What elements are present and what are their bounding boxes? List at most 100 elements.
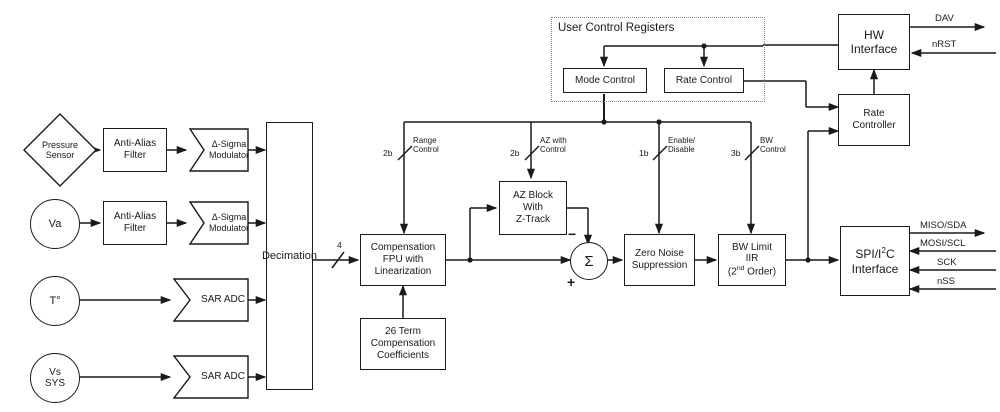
coefficients-line2: Compensation	[370, 338, 436, 350]
modulator-2-shape	[188, 201, 249, 245]
compensation-fpu-line3: Linearization	[374, 265, 432, 277]
bw-limit-order-sup: nd	[736, 265, 745, 273]
group-user-control-registers	[551, 17, 765, 102]
az-block-line1: AZ Block	[512, 190, 553, 202]
bus-width-range-control: 2b	[383, 148, 393, 158]
hw-interface-line2: Interface	[850, 42, 898, 56]
bus-width-enable-disable: 1b	[639, 148, 649, 158]
az-control-line2: Control	[540, 145, 566, 155]
az-control-line1: AZ with	[540, 136, 567, 145]
mode-control-label: Mode Control	[574, 74, 636, 86]
summing-junction[interactable]: Σ	[570, 242, 608, 280]
block-anti-alias-filter-2[interactable]: Anti-Alias Filter	[103, 201, 167, 245]
sar-adc-2-shape	[172, 355, 249, 399]
signal-miso-sda: MISO/SDA	[920, 220, 967, 231]
block-az-with-z-track[interactable]: AZ Block With Z-Track	[499, 181, 567, 235]
coefficients-line1: 26 Term	[385, 326, 421, 338]
block-delta-sigma-modulator-1[interactable]: Δ-Sigma Modulator	[188, 128, 250, 172]
diamond-shape	[23, 113, 97, 187]
source-temperature[interactable]: T°	[30, 276, 80, 326]
range-control-line2: Control	[413, 145, 439, 155]
bw-limit-order-pre: (2	[727, 266, 737, 278]
signal-sck: SCK	[937, 257, 957, 268]
label-bw-control: BW Control	[760, 136, 786, 154]
block-spi-i2c-interface[interactable]: SPI/I2C Interface	[840, 226, 910, 296]
bw-control-line1: BW	[760, 136, 773, 145]
block-sar-adc-2[interactable]: SAR ADC	[172, 355, 249, 399]
block-zero-noise-suppression[interactable]: Zero Noise Suppression	[624, 234, 695, 286]
bus-width-az-control: 2b	[510, 148, 520, 158]
modulator-1-shape	[188, 128, 249, 172]
spi-i2c-sup: 2	[881, 246, 886, 256]
modulator-2-line2: Modulator	[208, 223, 250, 233]
rate-controller-line2: Controller	[852, 120, 896, 131]
block-compensation-fpu[interactable]: Compensation FPU with Linearization	[360, 234, 446, 286]
coefficients-line3: Coefficients	[376, 349, 430, 361]
compensation-fpu-line1: Compensation	[370, 242, 436, 254]
bw-limit-order-post: Order)	[744, 266, 777, 278]
anti-alias-2-line1: Anti-Alias	[113, 211, 157, 223]
sar-adc-1-label: SAR ADC	[201, 294, 245, 305]
pressure-sensor-label-line2: Sensor	[45, 150, 75, 160]
compensation-fpu-line2: FPU with	[382, 254, 424, 266]
bw-control-line2: Control	[760, 145, 786, 155]
hw-interface-line1: HW	[863, 27, 884, 42]
spi-i2c-line2: Interface	[851, 261, 899, 276]
block-hw-interface[interactable]: HW Interface	[838, 14, 910, 70]
decimation-label: Decimation	[261, 249, 318, 262]
bus-width-decimation-out: 4	[337, 240, 342, 250]
az-block-line3: Z-Track	[515, 213, 551, 225]
label-enable-disable: Enable/ Disable	[668, 136, 695, 154]
block-anti-alias-filter-1[interactable]: Anti-Alias Filter	[103, 128, 167, 172]
block-decimation[interactable]: Decimation	[262, 122, 317, 390]
anti-alias-1-line2: Filter	[123, 150, 147, 161]
enable-disable-line2: Disable	[668, 145, 695, 155]
block-rate-controller[interactable]: Rate Controller	[838, 94, 910, 146]
sar-adc-2-label: SAR ADC	[201, 371, 245, 382]
range-control-line1: Range	[413, 136, 437, 145]
enable-disable-line1: Enable/	[668, 136, 696, 145]
label-az-with-control: AZ with Control	[540, 136, 567, 154]
bw-limit-line2: IIR	[745, 253, 759, 265]
block-delta-sigma-modulator-2[interactable]: Δ-Sigma Modulator	[188, 201, 250, 245]
summing-junction-plus-sign: +	[567, 274, 576, 290]
source-pressure-sensor[interactable]: Pressure Sensor	[22, 112, 98, 188]
modulator-1-line2: Modulator	[208, 150, 250, 160]
zero-noise-line2: Suppression	[631, 260, 688, 271]
sar-adc-1-shape	[172, 278, 249, 322]
az-block-line2: With	[522, 202, 543, 214]
vs-sys-label-line1: Vs	[49, 366, 61, 378]
bw-limit-line3: (2nd Order)	[728, 265, 776, 278]
source-vs-sys[interactable]: Vs SYS	[30, 353, 80, 403]
modulator-2-line1: Δ-Sigma	[211, 212, 247, 223]
block-compensation-coefficients[interactable]: 26 Term Compensation Coefficients	[360, 318, 446, 370]
block-sar-adc-1[interactable]: SAR ADC	[172, 278, 249, 322]
user-control-registers-title: User Control Registers	[558, 22, 675, 34]
zero-noise-line1: Zero Noise	[635, 248, 684, 260]
temperature-label: T°	[49, 294, 61, 307]
modulator-1-line1: Δ-Sigma	[211, 139, 247, 150]
sigma-symbol: Σ	[584, 252, 594, 270]
summing-junction-minus-sign: −	[568, 226, 577, 242]
bw-limit-line1: BW Limit	[731, 241, 772, 253]
signal-dav: DAV	[935, 13, 954, 24]
va-label: Va	[48, 217, 62, 230]
rate-controller-line1: Rate	[863, 108, 885, 120]
label-range-control: Range Control	[413, 136, 439, 154]
bus-width-bw-control: 3b	[731, 148, 741, 158]
spi-i2c-post: C	[885, 247, 895, 262]
block-rate-control[interactable]: Rate Control	[664, 68, 744, 93]
spi-i2c-line1: SPI/I2C	[852, 246, 899, 261]
anti-alias-2-line2: Filter	[123, 223, 147, 234]
block-bw-limit-iir[interactable]: BW Limit IIR (2nd Order)	[718, 234, 786, 286]
pressure-sensor-label-line1: Pressure	[41, 140, 78, 150]
source-va[interactable]: Va	[30, 199, 80, 249]
block-mode-control[interactable]: Mode Control	[563, 68, 647, 93]
anti-alias-1-line1: Anti-Alias	[113, 138, 157, 150]
spi-i2c-pre: SPI/I	[855, 247, 882, 262]
signal-nrst: nRST	[932, 39, 957, 50]
signal-nss: nSS	[937, 276, 955, 287]
vs-sys-label-line2: SYS	[44, 378, 65, 389]
signal-mosi-scl: MOSI/SCL	[920, 238, 966, 249]
